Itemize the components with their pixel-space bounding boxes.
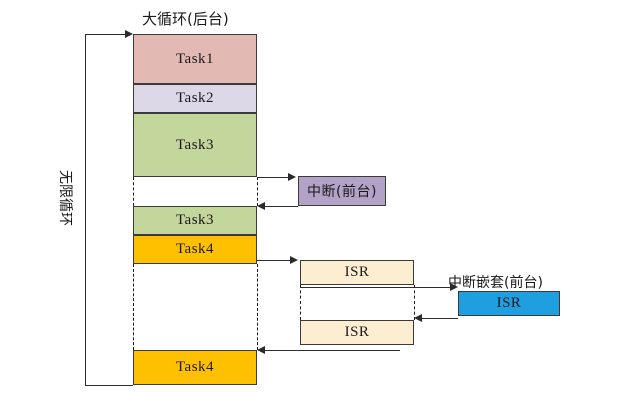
task-block-task4-resumed: Task4 bbox=[133, 350, 257, 385]
loop-arrowhead-icon bbox=[125, 29, 133, 38]
isr-gap-right-dashed bbox=[414, 285, 415, 320]
task-block-task4-first: Task4 bbox=[133, 235, 257, 264]
interrupt-return-arrowhead-icon bbox=[257, 201, 265, 210]
task-block-task2: Task2 bbox=[133, 84, 257, 113]
preempt-gap-left-dashed-1 bbox=[133, 177, 134, 206]
isr-box-resumed: ISR bbox=[300, 320, 414, 345]
infinite-loop-label: 无限循环 bbox=[57, 170, 73, 226]
task-block-task3-first: Task3 bbox=[133, 113, 257, 177]
interrupt-return-line bbox=[265, 206, 298, 207]
nested-enter-line bbox=[300, 287, 450, 288]
interrupt-box: 中断(前台) bbox=[298, 176, 386, 206]
diagram-title: 大循环(后台) bbox=[142, 10, 229, 28]
isr-enter-arrowhead-icon bbox=[290, 255, 298, 264]
loop-bottom-segment bbox=[85, 385, 133, 386]
isr-return-line bbox=[265, 350, 400, 351]
nested-interrupt-label: 中断嵌套(前台) bbox=[448, 275, 543, 291]
preempt-gap-left-dashed-2 bbox=[133, 264, 134, 350]
isr-gap-left-dashed bbox=[300, 285, 301, 320]
isr-enter-line bbox=[257, 260, 292, 261]
isr-box-first: ISR bbox=[300, 260, 414, 285]
preempt-gap-right-dashed-2 bbox=[257, 264, 258, 350]
interrupt-enter-arrowhead-icon bbox=[288, 172, 296, 181]
loop-top-segment bbox=[85, 34, 127, 35]
nested-isr-box: ISR bbox=[458, 291, 560, 316]
nested-return-arrowhead-icon bbox=[414, 313, 422, 322]
nested-enter-arrowhead-icon bbox=[450, 282, 458, 291]
interrupt-enter-line bbox=[257, 177, 290, 178]
isr-return-arrowhead-icon bbox=[257, 345, 265, 354]
loop-left-segment bbox=[85, 34, 86, 385]
nested-return-line bbox=[422, 318, 458, 319]
preempt-gap-right-dashed-1 bbox=[257, 177, 258, 206]
task-block-task3-resumed: Task3 bbox=[133, 206, 257, 235]
task-block-task1: Task1 bbox=[133, 34, 257, 84]
